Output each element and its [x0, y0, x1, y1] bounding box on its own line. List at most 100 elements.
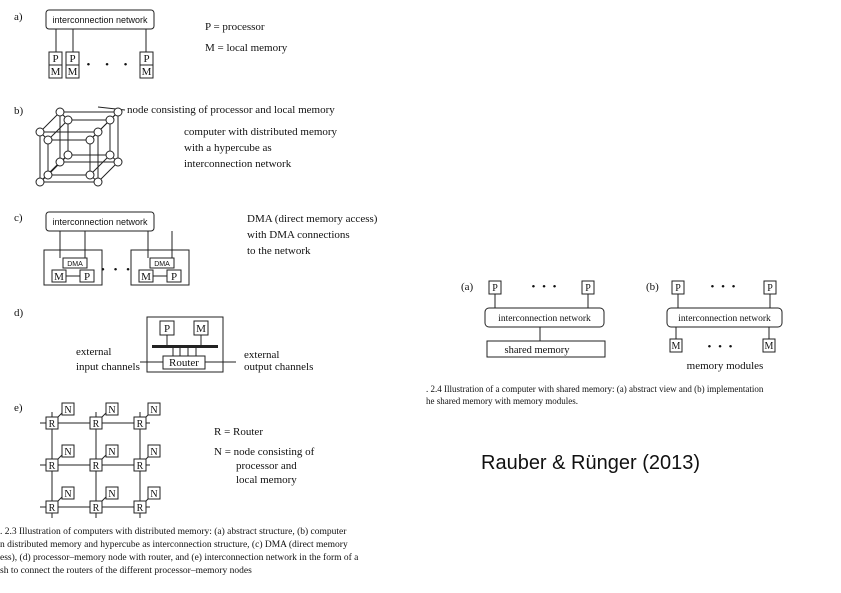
interconnection-network-box: [666, 307, 783, 328]
node-box: [147, 444, 161, 458]
ellipsis-dots: • • •: [86, 59, 133, 71]
node-label: N: [108, 447, 115, 458]
ext-output-label: external: [244, 349, 279, 361]
router-label: Router: [169, 357, 199, 369]
proc-label: P: [492, 283, 498, 294]
router-label: R: [49, 461, 56, 472]
label-b: b): [14, 105, 24, 117]
fig24-a: (a) P • • • P interconnection network sh…: [461, 280, 606, 358]
proc-label: P: [171, 271, 177, 283]
node-label: N: [150, 489, 157, 500]
router-label: R: [137, 461, 144, 472]
node-label: N: [64, 405, 71, 416]
fig23-caption: . 2.3 Illustration of computers with dis…: [0, 526, 359, 576]
bus-bar: [152, 345, 218, 348]
node-label: N: [64, 489, 71, 500]
legend-router: R = Router: [214, 426, 263, 438]
memory-box: [65, 64, 80, 79]
desc-line: computer with distributed memory: [184, 126, 338, 138]
ellipsis-dots: • • •: [707, 341, 734, 353]
dma-box: [149, 257, 175, 269]
legend-node: processor and: [236, 460, 297, 472]
mem-label: M: [765, 341, 774, 352]
desc-line: with DMA connections: [247, 229, 350, 241]
dma-label: DMA: [154, 261, 170, 268]
router-label: R: [49, 503, 56, 514]
proc-label: P: [52, 53, 58, 65]
interconnection-network-box: [484, 307, 605, 328]
hypercube-nodes: [35, 107, 123, 187]
shared-memory-label: shared memory: [504, 345, 570, 356]
router-label: R: [93, 419, 100, 430]
fig23-c: c) interconnection network DMA M P • • •…: [14, 211, 378, 286]
router-label: R: [93, 461, 100, 472]
ellipsis-dots: • • •: [710, 281, 737, 293]
node-box: [147, 486, 161, 500]
caption-line: ess), (d) processor–memory node with rou…: [0, 552, 359, 563]
memory-box: [669, 338, 683, 353]
router-box: [133, 500, 147, 514]
proc-label: P: [143, 53, 149, 65]
interconnection-network-box: [45, 211, 155, 232]
mem-label: M: [142, 66, 152, 78]
mem-label: M: [54, 271, 64, 283]
shared-memory-box: [486, 340, 606, 358]
router-label: R: [137, 503, 144, 514]
dma-box: [62, 257, 88, 269]
router-box: [133, 458, 147, 472]
router-box: [89, 500, 103, 514]
network-label: interconnection network: [498, 314, 591, 324]
mem-label: M: [672, 341, 681, 352]
fig24-caption: . 2.4 Illustration of a computer with sh…: [426, 384, 764, 406]
desc-line: DMA (direct memory access): [247, 213, 378, 225]
ext-input-label: external: [76, 346, 111, 358]
interconnection-network-box: [45, 9, 155, 30]
node-label: N: [108, 405, 115, 416]
network-label: interconnection network: [52, 15, 148, 25]
fig24-b: (b) P • • • P interconnection network M …: [646, 280, 783, 372]
router-label: R: [49, 419, 56, 430]
caption-line: . 2.4 Illustration of a computer with sh…: [426, 384, 764, 394]
citation-credit: Rauber & Rünger (2013): [481, 452, 700, 474]
ellipsis-dots: • • •: [101, 264, 133, 276]
router-box: [89, 416, 103, 430]
legend-memory: M = local memory: [205, 42, 288, 54]
desc-line: interconnection network: [184, 158, 292, 170]
fig23-e: e) R R R R R R R: [14, 402, 315, 518]
node-label: N: [150, 447, 157, 458]
caption-line: sh to connect the routers of the differe…: [0, 565, 252, 576]
legend-node: local memory: [236, 474, 297, 486]
node-box: [61, 444, 75, 458]
proc-label: P: [767, 283, 773, 294]
caption-line: n distributed memory and hypercube as in…: [0, 539, 348, 550]
node-label: N: [150, 405, 157, 416]
mem-label: M: [196, 323, 206, 335]
ellipsis-dots: • • •: [531, 281, 558, 293]
memory-box: [139, 64, 154, 79]
node-label: node consisting of processor and local m…: [127, 104, 335, 116]
caption-line: he shared memory with memory modules.: [426, 396, 578, 406]
label-d: d): [14, 307, 24, 319]
caption-line: . 2.3 Illustration of computers with dis…: [0, 526, 347, 537]
proc-label: P: [69, 53, 75, 65]
router-box: [45, 500, 59, 514]
desc-line: to the network: [247, 245, 311, 257]
proc-label: P: [84, 271, 90, 283]
memory-box: [762, 338, 776, 353]
router-label: R: [137, 419, 144, 430]
mem-label: M: [68, 66, 78, 78]
proc-label: P: [164, 323, 170, 335]
proc-label: P: [585, 283, 591, 294]
node-box: [105, 444, 119, 458]
node-box: [147, 402, 161, 416]
node-box: [61, 486, 75, 500]
legend-node: N = node consisting of: [214, 446, 315, 458]
memory-box: [48, 64, 63, 79]
router-box: [45, 458, 59, 472]
router-label: R: [93, 503, 100, 514]
dma-label: DMA: [67, 261, 83, 268]
memory-modules-label: memory modules: [687, 360, 764, 372]
node-label: N: [108, 489, 115, 500]
label-24a: (a): [461, 281, 474, 293]
